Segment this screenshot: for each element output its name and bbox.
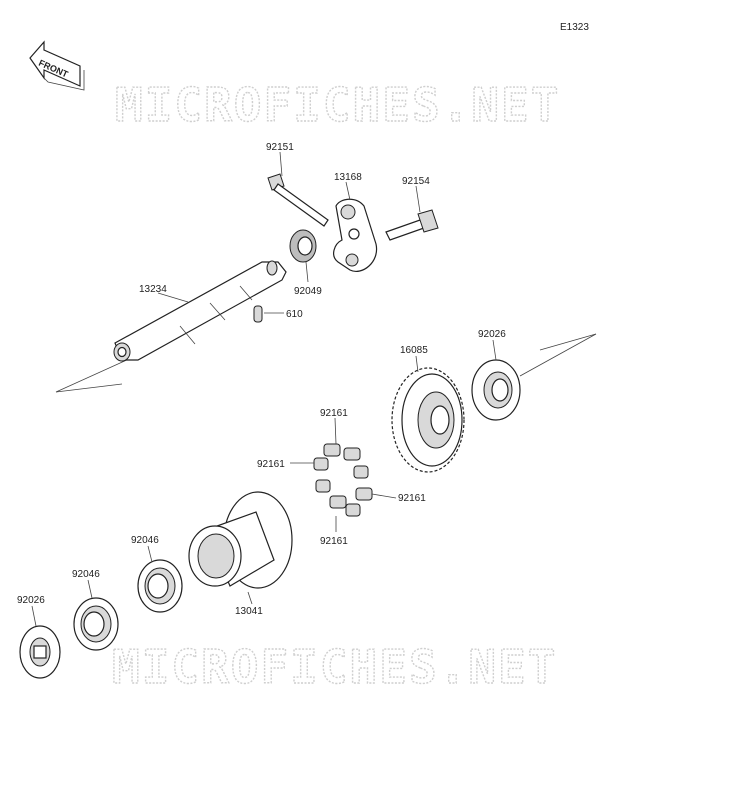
callout-92161-top[interactable]: 92161: [320, 408, 348, 419]
bolt-92151: [267, 173, 329, 227]
needle-bearing-92046-upper: [137, 559, 183, 613]
clutch-hub-13041: [188, 491, 293, 589]
washer-92026-bottom: [19, 625, 61, 679]
pin-610: [253, 305, 263, 323]
callout-13168[interactable]: 13168: [334, 172, 362, 183]
callout-16085[interactable]: 16085: [400, 345, 428, 356]
washer-92026-top: [471, 359, 521, 421]
callout-13234[interactable]: 13234: [139, 284, 167, 295]
callout-92151[interactable]: 92151: [266, 142, 294, 153]
callout-92026-bottom[interactable]: 92026: [17, 595, 45, 606]
damper-rubbers-92161: [313, 443, 373, 517]
leader-lines: [31, 151, 497, 627]
diagram-code: E1323: [560, 22, 589, 33]
axis-line-left: [55, 383, 123, 393]
front-arrow-icon: FRONT: [29, 40, 85, 91]
callout-92161-bottom[interactable]: 92161: [320, 536, 348, 547]
shaft-13234: [113, 260, 287, 362]
seal-92049: [289, 229, 317, 263]
gear-16085: [391, 367, 465, 473]
watermark-top: MICROFICHES.NET: [115, 78, 560, 132]
callout-92161-right[interactable]: 92161: [398, 493, 426, 504]
lever-13168: [333, 198, 378, 272]
axis-line-right: [519, 333, 597, 377]
needle-bearing-92046-lower: [73, 597, 119, 651]
callout-92046-upper[interactable]: 92046: [131, 535, 159, 546]
callout-92026-top[interactable]: 92026: [478, 329, 506, 340]
callout-13041[interactable]: 13041: [235, 606, 263, 617]
callout-610[interactable]: 610: [286, 309, 303, 320]
callout-92154[interactable]: 92154: [402, 176, 430, 187]
axis-line-right-2: [539, 333, 597, 351]
watermark-bottom: MICROFICHES.NET: [112, 640, 557, 694]
callout-92161-left[interactable]: 92161: [257, 459, 285, 470]
bolt-92154: [385, 209, 439, 241]
callout-92046-lower[interactable]: 92046: [72, 569, 100, 580]
callout-92049[interactable]: 92049: [294, 286, 322, 297]
